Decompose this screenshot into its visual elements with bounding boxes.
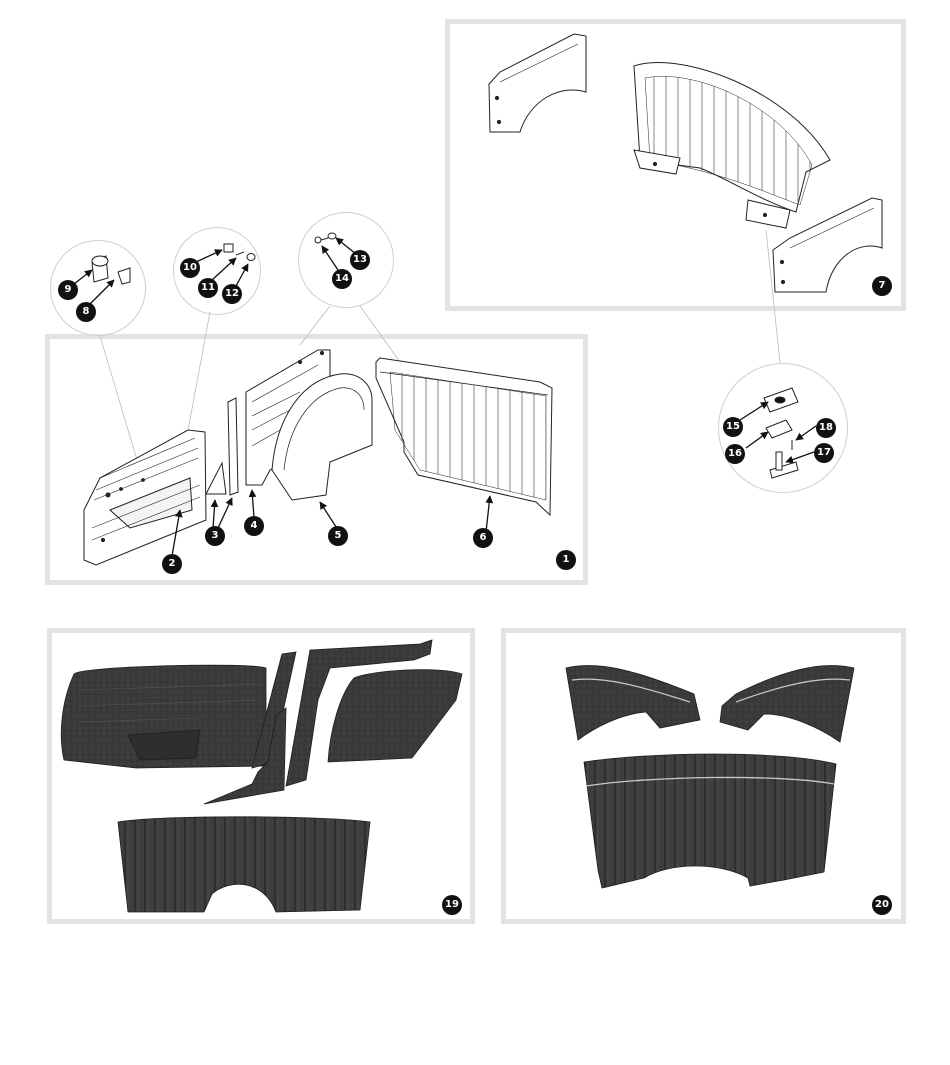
left-wheel-arch-panel-7 <box>488 33 587 133</box>
photo-trim-set-20 <box>565 665 855 889</box>
seat-latch-15-18 <box>763 387 799 479</box>
callout-1: 1 <box>556 550 576 570</box>
callout-2: 2 <box>162 554 182 574</box>
photo-trim-set-19 <box>60 639 463 913</box>
fastener-13-14 <box>314 232 337 244</box>
fastener-10-12 <box>223 243 256 261</box>
callout-14: 14 <box>332 269 352 289</box>
callout-3: 3 <box>205 526 225 546</box>
callout-12: 12 <box>222 284 242 304</box>
callout-15: 15 <box>723 417 743 437</box>
trim-strips-3 <box>205 397 239 496</box>
callout-5: 5 <box>328 526 348 546</box>
detail-circle-fasteners-13-14 <box>298 212 394 308</box>
rear-panel-6 <box>375 357 553 517</box>
detail-circle-fasteners-10-12 <box>173 227 261 315</box>
callout-19: 19 <box>442 895 462 915</box>
callout-17: 17 <box>814 443 834 463</box>
callout-9: 9 <box>58 280 78 300</box>
callout-20: 20 <box>872 895 892 915</box>
detail-circle-fasteners-8-9 <box>50 240 146 336</box>
callout-18: 18 <box>816 418 836 438</box>
callout-4: 4 <box>244 516 264 536</box>
rear-seat-back-7 <box>633 62 831 229</box>
press-stud-9 <box>91 255 109 283</box>
callout-arrows <box>73 237 817 557</box>
callout-10: 10 <box>180 258 200 278</box>
callout-16: 16 <box>725 444 745 464</box>
callout-13: 13 <box>350 250 370 270</box>
callout-6: 6 <box>473 528 493 548</box>
right-wheel-arch-panel-7 <box>772 197 883 293</box>
callout-8: 8 <box>76 302 96 322</box>
door-card-panel-2 <box>83 429 207 566</box>
callout-7: 7 <box>872 276 892 296</box>
callout-11: 11 <box>198 278 218 298</box>
detail-circle-fasteners-15-18 <box>718 363 848 493</box>
wheel-arch-cover-5 <box>271 373 373 501</box>
clip-8 <box>117 267 131 285</box>
